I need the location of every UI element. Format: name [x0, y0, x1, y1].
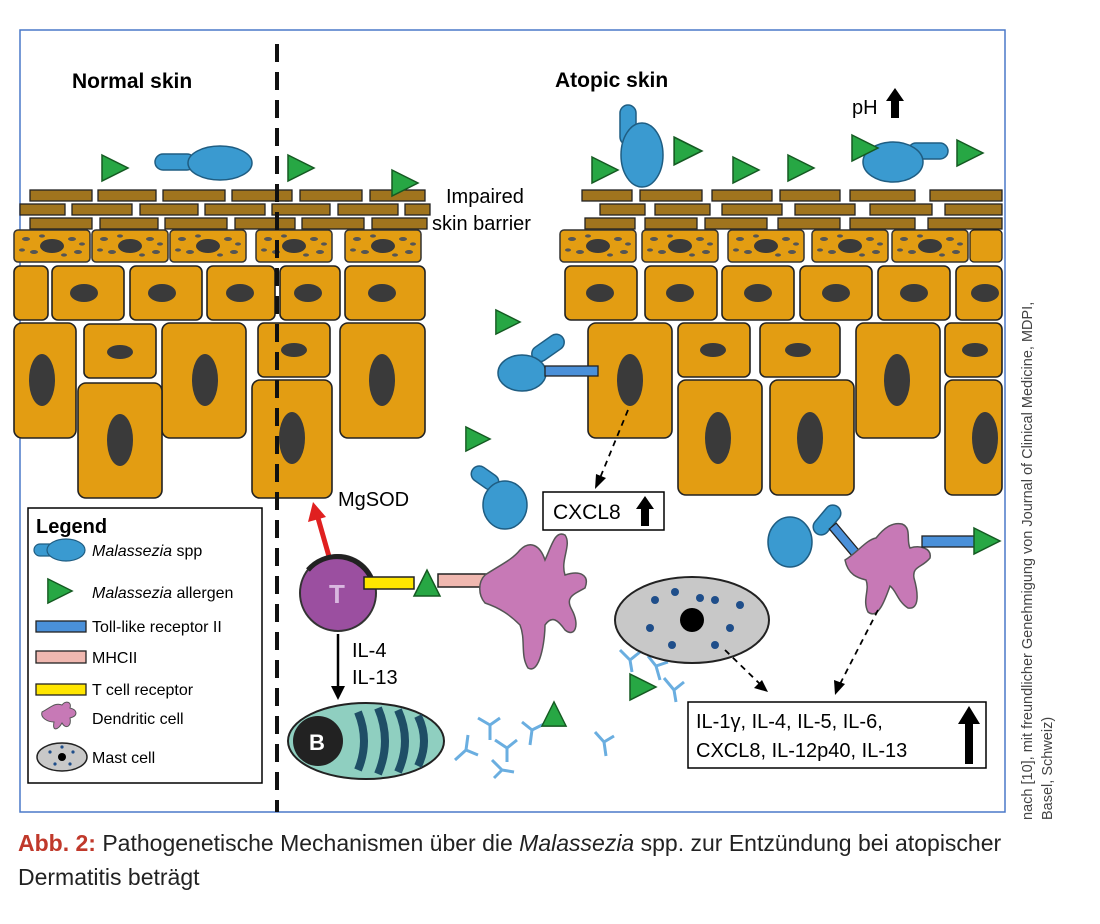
ph-label: pH [852, 97, 878, 119]
svg-text:T: T [329, 579, 345, 609]
malassezia-cell [154, 145, 253, 181]
impaired-barrier-label-2: skin barrier [432, 213, 531, 235]
malassezia-cell [619, 104, 664, 188]
heading-atopic-skin: Atopic skin [555, 69, 668, 92]
impaired-barrier-label-1: Impaired [446, 186, 524, 208]
cxcl8-up-arrow [636, 496, 654, 526]
heading-normal-skin: Normal skin [72, 70, 192, 93]
cytokines-box [687, 701, 987, 769]
mgsod-label: MgSOD [338, 489, 409, 511]
legend-item-tcr: T cell receptor [92, 682, 194, 699]
legend: Legend Malassezia spp Malassezia allerge… [27, 507, 263, 784]
t-cell-receptor [363, 576, 415, 590]
cytokines-up-arrow [958, 706, 980, 764]
antibody-cluster [453, 648, 685, 780]
mast-cell [614, 576, 770, 664]
legend-title: Legend [36, 516, 107, 538]
mast-cell-icon [36, 742, 88, 772]
legend-item-dendritic: Dendritic cell [92, 711, 184, 728]
atopic-skin-epidermis: pH [559, 88, 1003, 496]
legend-item-mhcii: MHCII [92, 650, 137, 667]
legend-item-mast: Mast cell [92, 750, 155, 767]
il4-label: IL-4 [352, 640, 386, 662]
pathogenesis-diagram: Normal skin Atopic skin [13, 29, 1006, 813]
malassezia-tlr2-binding [767, 504, 863, 568]
dendritic-cell [479, 533, 587, 670]
tcr-bar-icon [35, 683, 87, 696]
b-cell: B [287, 702, 445, 780]
cytokines-line-1: IL-1γ, IL-4, IL-5, IL-6, [696, 711, 883, 733]
svg-text:B: B [309, 730, 325, 755]
credit-text: nach [10], mit freundlicher Genehmigung … [1020, 301, 1056, 820]
caption-text-before: Pathogenetische Mechanismen über die [95, 830, 520, 856]
malassezia-cell [470, 465, 528, 530]
tlr2-bar-icon [35, 620, 87, 633]
caption-italic: Malassezia [519, 830, 635, 856]
caption-text-after: spp. zur Entzündung bei atopischer Derma… [18, 830, 1002, 890]
ph-up-arrow [886, 88, 904, 118]
legend-item-tlr2: Toll-like receptor II [92, 619, 222, 636]
mhcii-bar-icon [35, 650, 87, 664]
dendritic-cell [844, 522, 931, 615]
legend-item-malassezia: Malassezia spp [92, 543, 202, 560]
malassezia-tlr2-binding [497, 333, 599, 392]
image-credit: nach [10], mit freundlicher Genehmigung … [1018, 300, 1078, 820]
il13-label: IL-13 [352, 667, 398, 689]
malassezia-cell [862, 141, 949, 183]
legend-item-allergen: Malassezia allergen [92, 585, 233, 602]
normal-skin-epidermis [13, 145, 431, 499]
cytokines-line-2: CXCL8, IL-12p40, IL-13 [696, 740, 907, 762]
cxcl8-label: CXCL8 [553, 501, 621, 524]
t-cell: T [299, 554, 377, 632]
figure-caption: Abb. 2: Pathogenetische Mechanismen über… [18, 826, 1008, 894]
dendritic-cell-icon [41, 701, 77, 730]
malassezia-icon [33, 538, 86, 562]
caption-label: Abb. 2: [18, 830, 96, 856]
